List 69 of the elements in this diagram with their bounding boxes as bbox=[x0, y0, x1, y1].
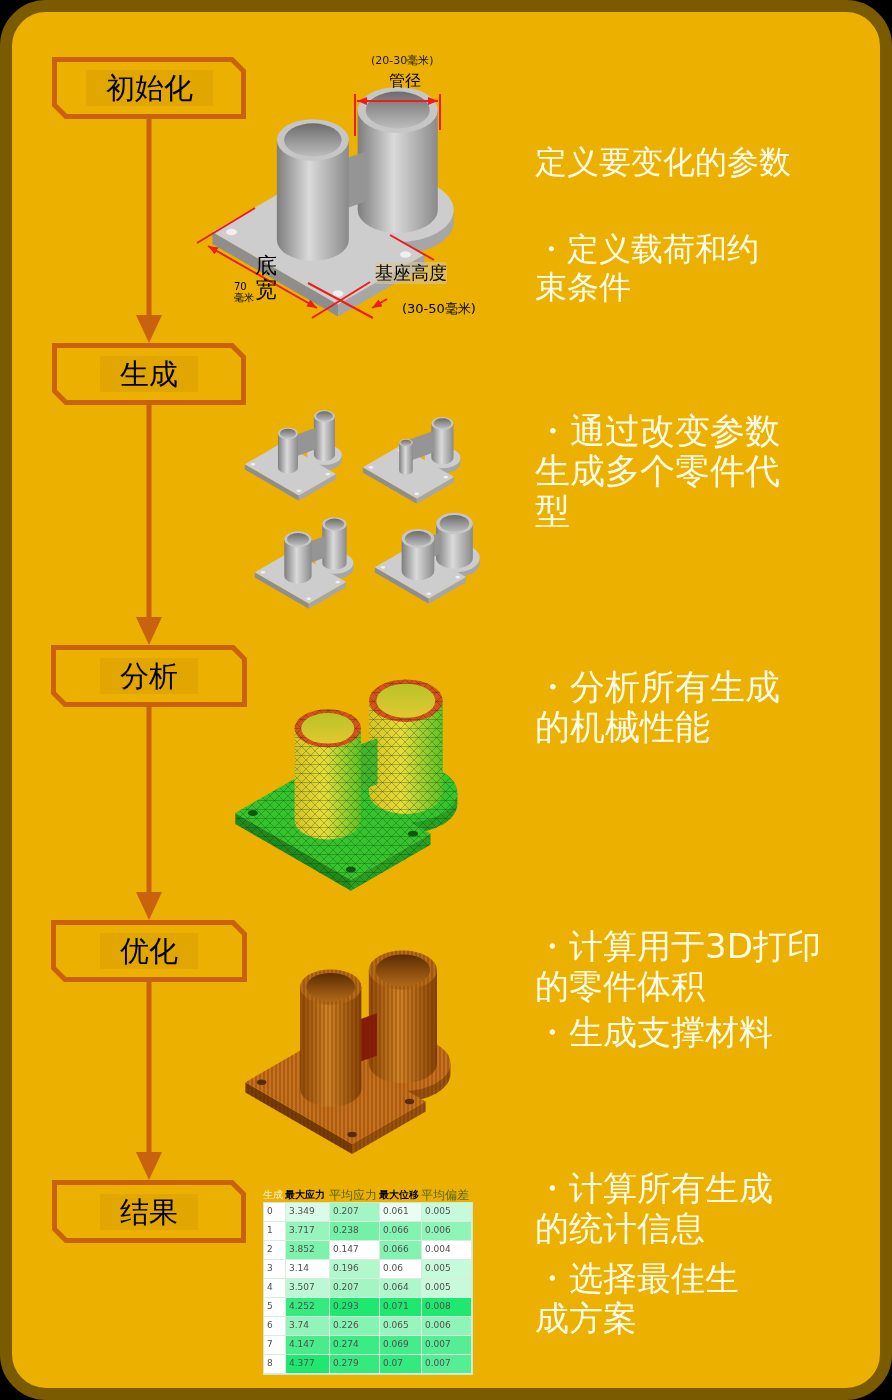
step-description: ・计算所有生成的统计信息 bbox=[535, 1168, 774, 1248]
step-box bbox=[51, 920, 247, 982]
column-header: 生成 bbox=[263, 1188, 284, 1202]
table-cell: 0.226 bbox=[330, 1317, 380, 1336]
arrow bbox=[136, 119, 162, 343]
table-cell: 3.507 bbox=[286, 1279, 330, 1298]
step-description: ・选择最佳生成方案 bbox=[535, 1258, 740, 1338]
table-cell: 0.004 bbox=[422, 1241, 472, 1260]
table-cell: 4.147 bbox=[286, 1336, 330, 1355]
table-cell: 0.207 bbox=[330, 1203, 380, 1222]
step-description: ・通过改变参数生成多个零件代型 bbox=[535, 411, 781, 531]
step-description: ・分析所有生成的机械性能 bbox=[535, 667, 781, 747]
step-description: ・定义载荷和约束条件 bbox=[535, 230, 760, 306]
table-cell: 3.14 bbox=[286, 1260, 330, 1279]
dimension-label: (20-30毫米) bbox=[371, 53, 434, 69]
dimension-label: 底宽 bbox=[255, 254, 277, 303]
step-label: 结果 bbox=[100, 1193, 198, 1230]
column-header: 平均偏差 bbox=[421, 1188, 470, 1202]
arrow bbox=[136, 405, 162, 645]
table-cell: 0.279 bbox=[330, 1355, 380, 1374]
table-cell: 0.064 bbox=[380, 1279, 422, 1298]
step-box bbox=[52, 1180, 246, 1243]
table-cell: 0.196 bbox=[330, 1260, 380, 1279]
table-cell: 0.008 bbox=[422, 1298, 472, 1317]
dimension-label: 70毫米 bbox=[234, 281, 255, 303]
table-cell: 0.007 bbox=[422, 1336, 472, 1355]
table-cell: 0.06 bbox=[380, 1260, 422, 1279]
table-cell: 0.066 bbox=[380, 1222, 422, 1241]
table-cell: 0.207 bbox=[330, 1279, 380, 1298]
dimension-label: 管径 bbox=[389, 71, 421, 91]
step-label: 生成 bbox=[100, 356, 198, 392]
table-cell: 0.005 bbox=[422, 1279, 472, 1298]
table-cell: 3.717 bbox=[286, 1222, 330, 1241]
table-cell: 0.005 bbox=[422, 1203, 472, 1222]
step-label: 初始化 bbox=[85, 70, 213, 106]
step-label: 分析 bbox=[100, 658, 198, 694]
step-description: ・生成支撑材料 bbox=[535, 1012, 773, 1052]
step-description: ・计算用于3D打印的零件体积 bbox=[535, 926, 822, 1006]
dimension-label: (30-50毫米) bbox=[402, 300, 476, 318]
table-cell: 0.238 bbox=[330, 1222, 380, 1241]
table-cell: 0.061 bbox=[380, 1203, 422, 1222]
dimension-label: 基座高度 bbox=[375, 262, 447, 284]
step-box bbox=[52, 343, 246, 405]
table-cell: 0.005 bbox=[422, 1260, 472, 1279]
table-cell: 4.377 bbox=[286, 1355, 330, 1374]
table-cell: 3.74 bbox=[286, 1317, 330, 1336]
table-cell: 0.006 bbox=[422, 1222, 472, 1241]
table-cell: 0.274 bbox=[330, 1336, 380, 1355]
step-description: 定义要变化的参数 bbox=[535, 142, 791, 182]
table-cell: 3.852 bbox=[286, 1241, 330, 1260]
step-box bbox=[51, 645, 247, 707]
table-cell: 0.065 bbox=[380, 1317, 422, 1336]
table-cell: 4.252 bbox=[286, 1298, 330, 1317]
step-box bbox=[52, 57, 246, 119]
table-cell: 0.069 bbox=[380, 1336, 422, 1355]
column-header: 平均应力 bbox=[329, 1188, 378, 1202]
table-cell: 0.066 bbox=[380, 1241, 422, 1260]
table-cell: 0.293 bbox=[330, 1298, 380, 1317]
table-cell: 3.349 bbox=[286, 1203, 330, 1222]
arrow bbox=[136, 707, 162, 920]
arrow bbox=[136, 982, 162, 1180]
table-cell: 0.147 bbox=[330, 1241, 380, 1260]
column-header: 最大应力 bbox=[285, 1188, 326, 1202]
table-cell: 0.07 bbox=[380, 1355, 422, 1374]
column-header: 最大位移 bbox=[379, 1188, 420, 1202]
table-cell: 0.071 bbox=[380, 1298, 422, 1317]
table-cell: 0.007 bbox=[422, 1355, 472, 1374]
step-label: 优化 bbox=[100, 933, 198, 969]
table-cell: 0.006 bbox=[422, 1317, 472, 1336]
